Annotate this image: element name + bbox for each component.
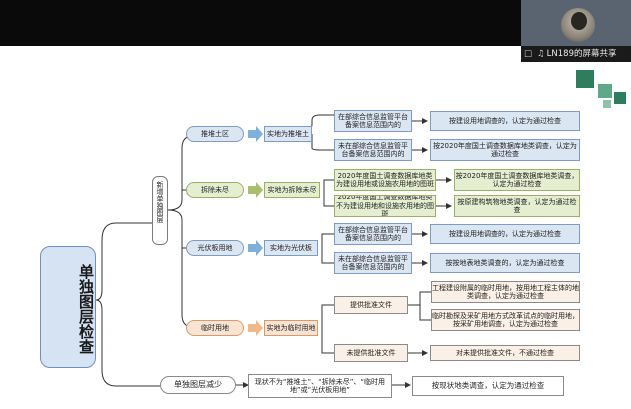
microphone-icon: ♫ <box>537 49 545 59</box>
result-box: 按建设用地调查的，认定为通过检查 <box>430 224 580 244</box>
category-photovoltaic: 光伏板用地 <box>186 240 244 256</box>
branch-reduce-layer: 单独图层减少 <box>160 376 236 394</box>
result-box: 工程建设附属的临时用地，按用地工程主体的地类调查，认定为通过检查 <box>431 281 580 303</box>
condition-box: 在部综合信息监管平台备案信息范围内的 <box>334 223 412 245</box>
screen-share-label: LN189的屏幕共享 <box>546 49 617 59</box>
status-temporary: 实地为临时用地 <box>264 320 318 336</box>
condition-box: 未提供批准文件 <box>334 344 408 362</box>
category-demolition: 拆除未尽 <box>186 182 244 198</box>
result-box: 按原建构筑物地类调查，认定为通过检查 <box>454 195 580 217</box>
root-label: 单独图层检查 <box>77 264 95 354</box>
webcam-person <box>571 12 587 30</box>
category-pile-soil: 推堆土区 <box>186 126 244 142</box>
condition-box: 2020年度国土调查数据库地类为建设用地或设施农用地的图斑 <box>334 169 436 191</box>
screen-share-bar[interactable]: □ ♫LN189的屏幕共享 <box>521 46 631 62</box>
condition-box: 在部综合信息监管平台备案信息范围内的 <box>334 110 412 132</box>
decor-square <box>598 84 612 98</box>
result-box: 对未提供批准文件，不通过检查 <box>430 345 580 361</box>
status-demolition: 实地为拆除未尽 <box>264 182 320 198</box>
result-box: 临时勘探及采矿用地方式改革试点的临时用地，按采矿用地调查，认定为通过检查 <box>431 309 580 331</box>
webcam-thumbnail[interactable] <box>521 0 631 46</box>
reduce-condition: 现状不为“推堆土”、“拆除未尽”、“临时用地”或“光伏板用地” <box>248 374 392 398</box>
branch-new-layer: 新增单独图层 <box>152 176 168 245</box>
result-box: 按建设用地调查的，认定为通过检查 <box>430 111 580 131</box>
result-box: 按按地表地类调查的，认定为通过检查 <box>430 253 580 273</box>
screen-share-icon: □ <box>524 49 533 59</box>
result-box: 按2020年度国土调查数据库地类调查，认定为通过检查 <box>454 169 580 191</box>
category-temporary: 临时用地 <box>186 320 244 336</box>
branch-new-label: 新增单独图层 <box>156 181 164 223</box>
decor-square <box>603 100 611 108</box>
decor-square <box>614 92 626 104</box>
root-node: 单独图层检查 <box>40 246 96 368</box>
condition-box: 未在部综合信息监管平台备案信息范围内的 <box>334 252 412 274</box>
reduce-result: 按现状地类调查，认定为通过检查 <box>412 376 564 396</box>
status-photovoltaic: 实地为光伏板 <box>264 240 318 256</box>
decor-square <box>576 70 594 88</box>
condition-box: 未在部综合信息监管平台备案信息范围内的 <box>334 139 412 161</box>
result-box: 按2020年度国土调查数据库地类调查，认定为通过检查 <box>430 139 580 161</box>
condition-box: 提供批准文件 <box>334 296 408 314</box>
condition-box: 2020年度国土调查数据库地类不为建设用地和设施农用地的图斑 <box>334 195 436 217</box>
status-pile-soil: 实地为推堆土 <box>264 126 312 142</box>
